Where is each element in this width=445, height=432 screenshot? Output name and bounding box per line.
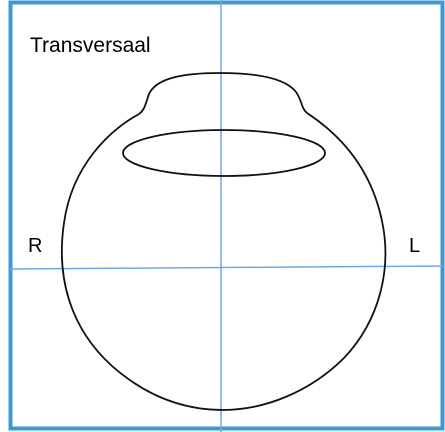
cornea-outline [139, 73, 307, 114]
horizontal-axis-line [10, 266, 445, 269]
right-side-label: L [409, 236, 420, 256]
lens-ellipse [123, 130, 325, 176]
diagram-frame [11, 3, 443, 429]
eyeball-outline [62, 113, 386, 410]
diagram-title: Transversaal [30, 35, 151, 56]
left-side-label: R [28, 236, 42, 256]
